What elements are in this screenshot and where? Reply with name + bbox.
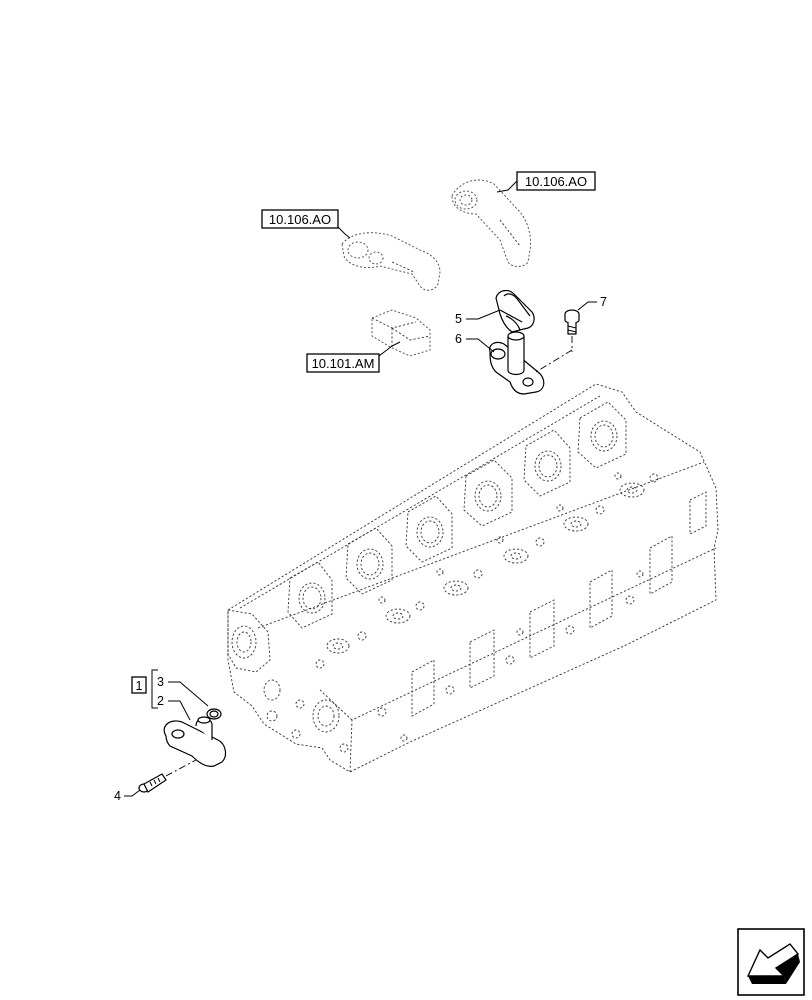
next-page-arrow-icon[interactable]: [737, 928, 805, 996]
callout-item-7[interactable]: 7: [577, 295, 607, 311]
shaft-support-part: [489, 331, 545, 395]
callout-label-6: 6: [455, 332, 462, 346]
callout-label-7: 7: [600, 295, 607, 309]
callout-item-3[interactable]: 3: [157, 675, 209, 707]
exhaust-port-4: [463, 459, 513, 527]
callout-label-4: 4: [114, 789, 121, 803]
kit-bracket-group: [151, 669, 158, 709]
cylinder-head-ghost: [227, 383, 719, 773]
callout-item-5[interactable]: 5: [455, 309, 501, 326]
callout-label-1: 1: [136, 679, 143, 693]
exhaust-port-2: [345, 527, 393, 595]
callout-item-2[interactable]: 2: [157, 694, 191, 721]
valve-bridge-ghost: [371, 309, 431, 357]
screw-top-part: [535, 309, 580, 373]
callout-label-2: 2: [157, 694, 164, 708]
ref-text-rocker-left: 10.106.AO: [269, 212, 331, 227]
blanking-plate-part: [163, 716, 227, 767]
callout-item-6[interactable]: 6: [455, 332, 495, 353]
callout-item-4[interactable]: 4: [114, 789, 141, 803]
callout-label-3: 3: [157, 675, 164, 689]
exhaust-port-6: [577, 401, 627, 469]
cylinder-head-front-face: [227, 609, 349, 753]
ref-label-rocker-left[interactable]: 10.106.AO: [261, 209, 351, 239]
ref-text-rocker-right: 10.106.AO: [525, 174, 587, 189]
exhaust-port-3: [405, 495, 453, 563]
callout-label-5: 5: [455, 312, 462, 326]
ref-label-valve-bridge[interactable]: 10.101.AM: [306, 341, 401, 373]
screw-bottom-part: [138, 759, 197, 793]
ref-text-valve-bridge: 10.101.AM: [312, 356, 375, 371]
o-ring-part: [206, 708, 222, 720]
callout-item-1[interactable]: 1: [131, 676, 147, 694]
exhaust-port-5: [523, 429, 571, 497]
ref-label-rocker-right[interactable]: 10.106.AO: [496, 171, 596, 193]
rocker-arm-left-ghost: [341, 232, 441, 291]
spring-clip-part: [495, 289, 535, 333]
valve-cluster-row: [315, 472, 659, 669]
rocker-arm-right-ghost: [451, 179, 531, 267]
exhaust-port-1: [287, 561, 333, 629]
intake-side-windows: [377, 491, 707, 742]
